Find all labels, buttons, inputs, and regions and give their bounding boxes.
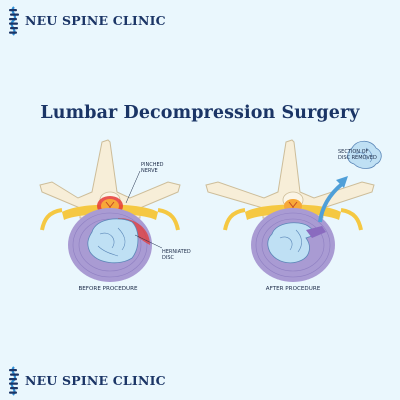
before-panel: PINCHED NERVE HERNIATED DISC BEFORE PROC… — [39, 139, 191, 292]
brand-logo-top: NEU SPINE CLINIC — [6, 6, 166, 36]
herniated-disc-leader — [134, 234, 163, 249]
page-title: Lumbar Decompression Surgery — [40, 103, 360, 123]
nerve-root-right — [157, 208, 180, 231]
removed-section-cut — [306, 226, 326, 238]
nerve-root-left — [223, 208, 246, 231]
caption-before: BEFORE PROCEDURE — [78, 286, 138, 292]
spine-logo-icon — [6, 366, 22, 396]
nerve-root-left — [40, 208, 63, 231]
brand-name: NEU SPINE CLINIC — [25, 372, 166, 388]
label-pinched-nerve-line2: NERVE — [141, 168, 158, 174]
removal-arrow — [318, 182, 344, 223]
vertebra-bone — [39, 139, 181, 219]
caption-after: AFTER PROCEDURE — [266, 286, 321, 292]
brand-logo-bottom: NEU SPINE CLINIC — [6, 366, 166, 396]
after-panel: SECTION OF DISC REMOVED AFTER PROCEDURE — [205, 139, 382, 292]
herniated-nucleus — [87, 218, 139, 264]
spine-logo-icon — [6, 6, 22, 36]
remaining-nucleus — [267, 222, 319, 264]
label-herniated-disc-line2: DISC — [162, 255, 174, 261]
label-herniated-disc-line1: HERNIATED — [162, 249, 191, 255]
label-pinched-nerve-line1: PINCHED — [141, 162, 164, 168]
removed-disc-fragment — [347, 140, 382, 169]
decompression-diagram: PINCHED NERVE HERNIATED DISC BEFORE PROC… — [39, 139, 382, 292]
nerve-root-right — [340, 208, 363, 231]
label-removed-line1: SECTION OF — [338, 149, 369, 155]
pinched-nerve-leader — [125, 170, 141, 204]
brand-name: NEU SPINE CLINIC — [25, 12, 166, 28]
arrow-head — [336, 176, 348, 188]
label-removed-line2: DISC REMOVED — [338, 155, 377, 161]
